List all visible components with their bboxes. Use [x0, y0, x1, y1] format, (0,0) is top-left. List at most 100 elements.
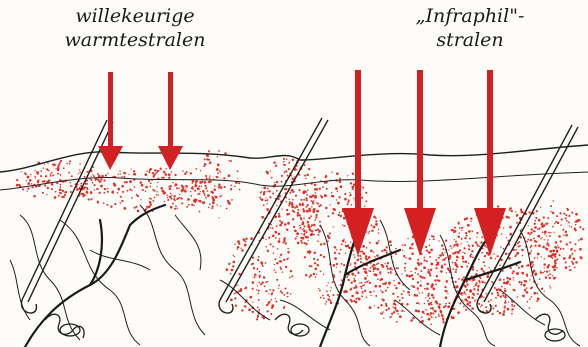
heat-dot: [59, 179, 61, 181]
heat-dot: [393, 306, 394, 307]
heat-dot: [310, 226, 312, 228]
heat-dot: [187, 198, 190, 201]
heat-dot: [237, 170, 239, 172]
heat-dot: [315, 219, 316, 220]
heat-dot: [341, 279, 343, 281]
heat-dot: [552, 226, 554, 228]
heat-dot: [527, 301, 529, 303]
heat-dot: [470, 253, 472, 255]
heat-dot: [291, 275, 293, 277]
heat-dot: [338, 252, 340, 254]
heat-dot: [50, 175, 52, 177]
heat-dot: [191, 195, 192, 196]
heat-dot: [479, 276, 481, 278]
heat-dot: [565, 261, 567, 263]
heat-dot: [326, 188, 328, 190]
heat-dot: [285, 188, 287, 190]
heat-dot: [345, 291, 346, 292]
heat-dot: [469, 246, 471, 248]
heat-dot: [182, 170, 184, 172]
heat-dot: [70, 185, 72, 187]
heat-dot: [371, 229, 373, 231]
heat-dot: [208, 159, 210, 161]
heat-dot: [354, 257, 355, 258]
heat-dot: [555, 241, 557, 243]
heat-dot: [292, 210, 294, 212]
heat-dot: [314, 176, 316, 178]
heat-dot: [483, 282, 484, 283]
heat-dot: [473, 279, 475, 281]
heat-dot: [174, 174, 176, 176]
heat-dot: [365, 192, 367, 194]
heat-dot: [579, 248, 582, 251]
heat-dot: [364, 277, 367, 280]
heat-dot: [387, 262, 389, 264]
heat-dot: [499, 312, 501, 314]
heat-dot: [527, 239, 529, 241]
heat-dot: [455, 241, 457, 243]
heat-dot: [448, 249, 449, 250]
heat-dot: [477, 246, 478, 247]
heat-dot: [273, 161, 276, 164]
heat-dot: [87, 188, 89, 190]
heat-dot: [274, 258, 276, 260]
heat-dot: [445, 296, 448, 299]
heat-dot: [315, 216, 317, 218]
heat-dot: [66, 163, 68, 165]
heat-dot: [169, 188, 172, 191]
heat-dot: [150, 182, 152, 184]
heat-dot: [445, 303, 447, 305]
heat-dot: [407, 238, 408, 239]
heat-dot: [511, 310, 512, 311]
heat-dot: [544, 239, 545, 240]
heat-dot: [535, 272, 538, 275]
heat-dot: [339, 180, 342, 183]
heat-dot: [269, 196, 271, 198]
heat-dot: [557, 222, 559, 224]
heat-dot: [60, 186, 62, 188]
heat-dot: [468, 248, 470, 250]
heat-dot: [546, 235, 547, 236]
heat-dot: [320, 195, 322, 197]
heat-dot: [263, 194, 265, 196]
heat-dot: [430, 249, 433, 252]
heat-dot: [154, 169, 156, 171]
heat-dot: [375, 223, 378, 226]
heat-dot: [173, 198, 175, 200]
heat-dot: [219, 170, 220, 171]
heat-dot: [408, 275, 411, 278]
heat-dot: [470, 217, 472, 219]
heat-dot: [114, 203, 116, 205]
heat-dot: [534, 220, 536, 222]
heat-dot: [456, 245, 458, 247]
heat-dot: [378, 240, 380, 242]
heat-dot: [430, 269, 433, 272]
heat-dot: [521, 249, 524, 252]
heat-dot: [572, 248, 573, 249]
heat-dot: [265, 262, 267, 264]
heat-dot: [501, 286, 503, 288]
heat-dot: [84, 176, 86, 178]
heat-dot: [304, 184, 306, 186]
heat-dot: [35, 176, 36, 177]
heat-dot: [429, 245, 431, 247]
heat-dot: [185, 188, 186, 189]
heat-dot: [368, 270, 370, 272]
heat-dot: [368, 256, 371, 259]
heat-dot: [412, 317, 414, 319]
heat-dot: [97, 173, 99, 175]
heat-dot: [339, 196, 341, 198]
heat-dot: [284, 306, 285, 307]
heat-dot: [549, 277, 551, 279]
heat-dot: [303, 199, 305, 201]
heat-dot: [155, 172, 156, 173]
heat-dot: [465, 293, 466, 294]
heat-dot: [542, 237, 543, 238]
heat-dot: [322, 186, 324, 188]
heat-dot: [385, 303, 387, 305]
heat-dot: [60, 160, 62, 162]
heat-dot: [70, 191, 72, 193]
heat-dot: [373, 216, 376, 219]
heat-dot: [481, 304, 483, 306]
heat-dot: [299, 225, 301, 227]
